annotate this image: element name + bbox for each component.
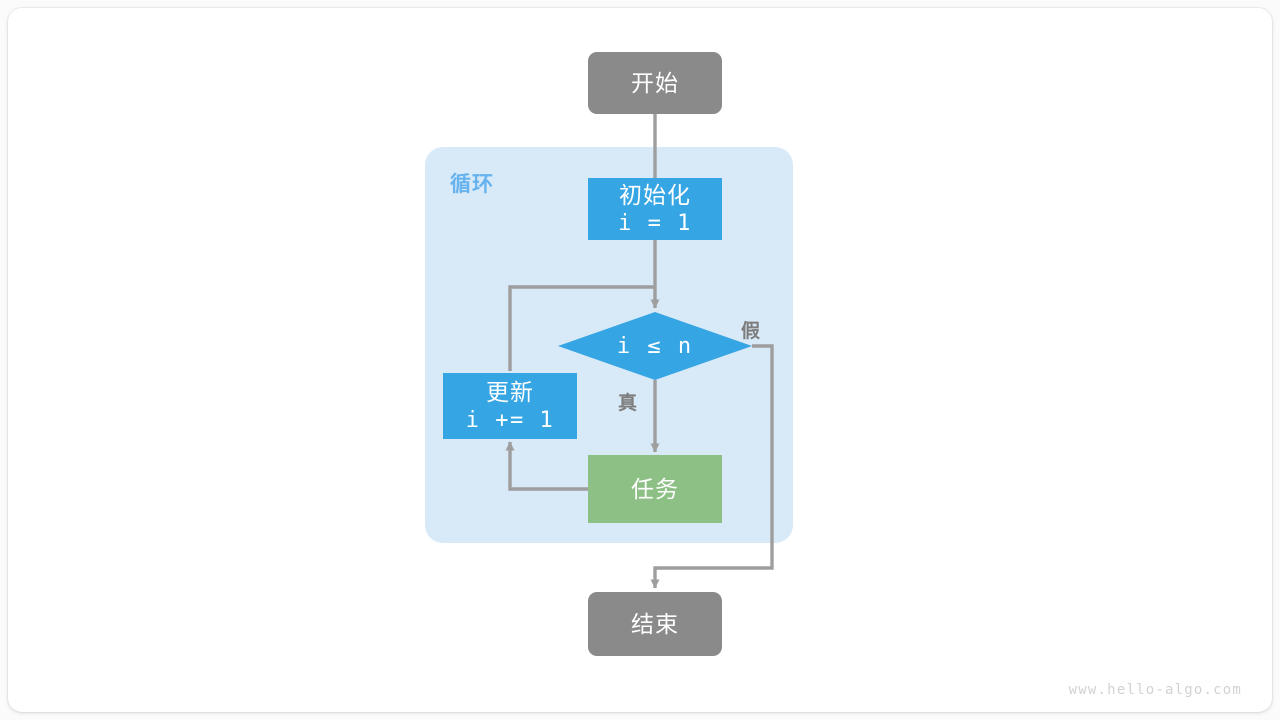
node-update-label: 更新 [486, 378, 534, 405]
watermark: www.hello-algo.com [1068, 682, 1242, 698]
node-end-label: 结束 [631, 610, 679, 637]
node-update[interactable]: 更新 i += 1 [443, 373, 577, 439]
node-init-label: 初始化 [619, 181, 691, 208]
edge-label-true: 真 [618, 393, 639, 414]
node-init-code: i = 1 [618, 210, 692, 236]
edge-label-false: 假 [741, 321, 762, 342]
loop-container-label: 循环 [450, 173, 494, 196]
node-condition[interactable]: i ≤ n [558, 312, 752, 380]
node-end[interactable]: 结束 [588, 592, 722, 656]
node-update-code: i += 1 [465, 407, 555, 433]
node-start-label: 开始 [631, 69, 679, 96]
node-task[interactable]: 任务 [588, 455, 722, 523]
node-init[interactable]: 初始化 i = 1 [588, 178, 722, 240]
node-start[interactable]: 开始 [588, 52, 722, 114]
node-condition-label: i ≤ n [616, 333, 694, 359]
node-task-label: 任务 [631, 475, 679, 502]
